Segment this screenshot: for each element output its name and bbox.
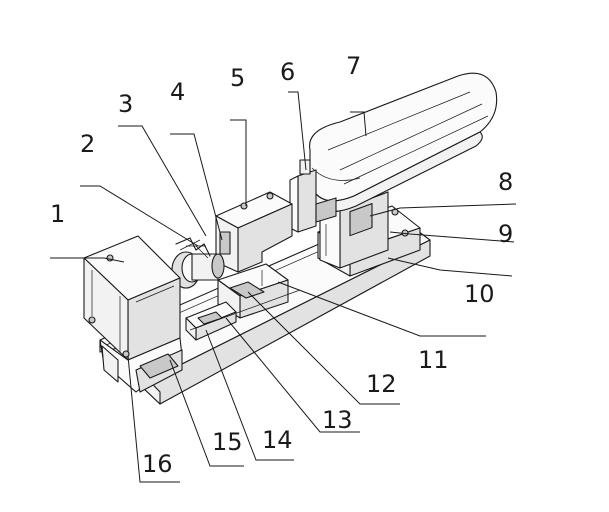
label-16: 16 <box>142 450 173 478</box>
lower-holder-block <box>217 263 289 319</box>
label-11: 11 <box>418 346 449 374</box>
label-2: 2 <box>80 130 95 158</box>
label-5: 5 <box>230 64 245 92</box>
label-12: 12 <box>366 370 397 398</box>
middle-block <box>215 191 293 273</box>
label-7: 7 <box>346 52 361 80</box>
handle <box>305 72 498 213</box>
label-1: 1 <box>50 200 65 228</box>
label-9: 9 <box>498 220 513 248</box>
label-3: 3 <box>118 90 133 118</box>
part-labels: 1 2 3 4 5 6 7 8 9 10 11 12 13 14 15 16 <box>50 52 513 478</box>
label-6: 6 <box>280 58 295 86</box>
label-4: 4 <box>170 78 185 106</box>
label-15: 15 <box>212 428 243 456</box>
label-13: 13 <box>322 406 353 434</box>
handle-clamp <box>289 159 337 233</box>
stepper-motor <box>83 235 181 361</box>
label-8: 8 <box>498 168 513 196</box>
linear-slide <box>185 289 301 341</box>
label-14: 14 <box>262 426 293 454</box>
label-10: 10 <box>464 280 495 308</box>
vertical-bracket <box>319 191 389 269</box>
leader-lines <box>50 91 517 483</box>
